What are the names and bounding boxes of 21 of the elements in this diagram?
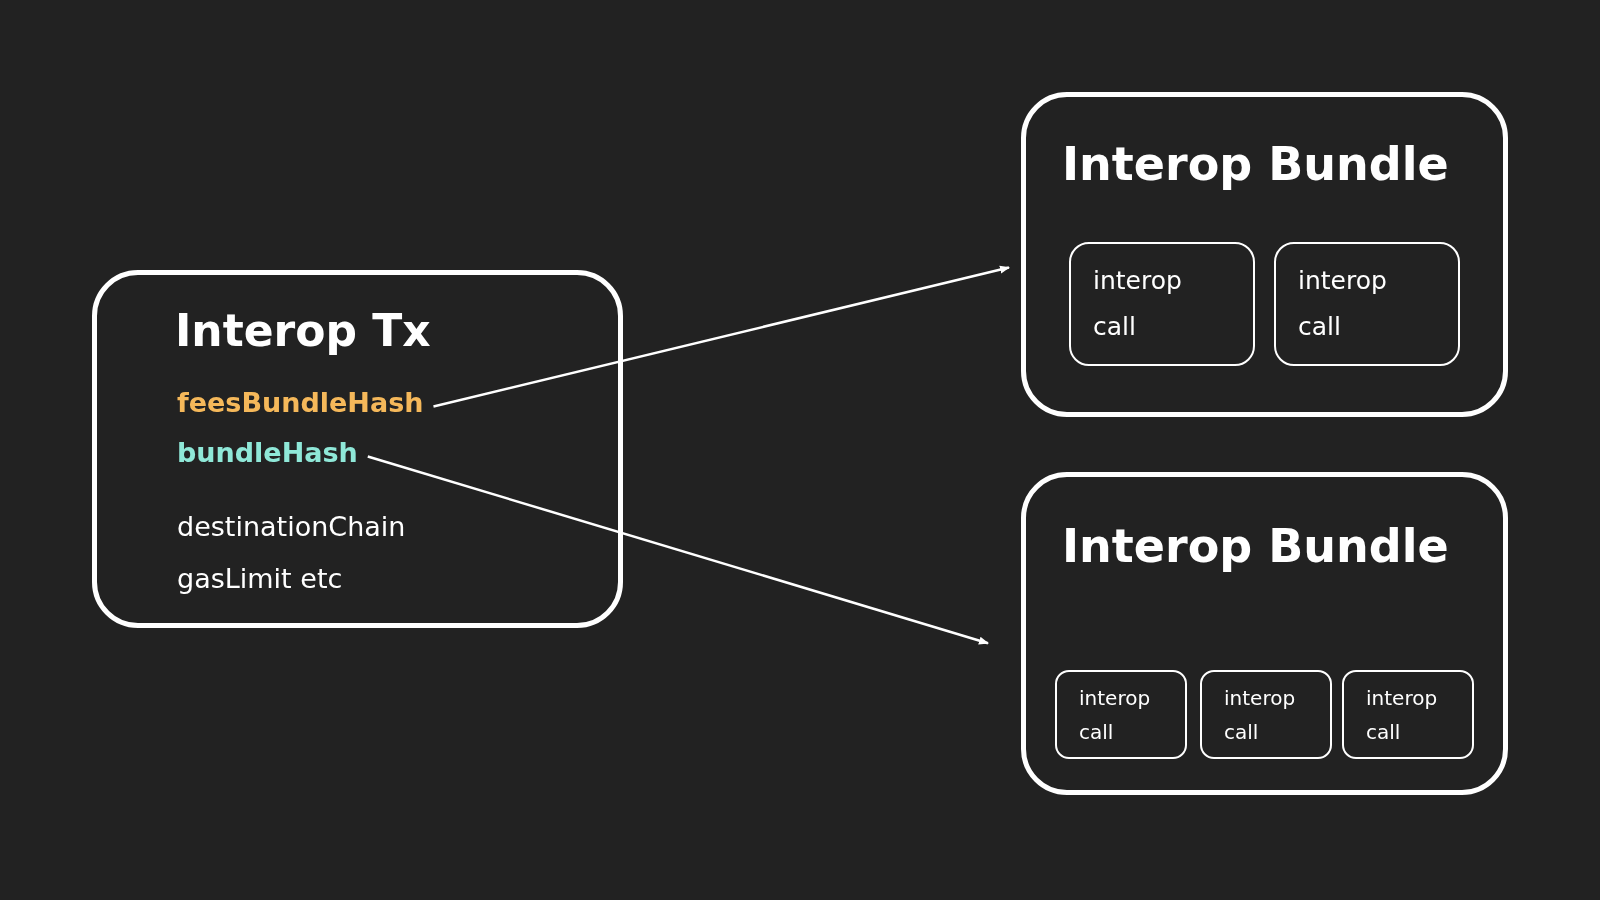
call-card xyxy=(1342,670,1474,759)
call-label: interop call xyxy=(1298,265,1388,343)
call-label: interop call xyxy=(1224,684,1297,746)
call-label: interop call xyxy=(1366,684,1439,746)
card-title: Interop Tx xyxy=(175,305,431,356)
call-card xyxy=(1200,670,1332,759)
arrow xyxy=(433,265,1010,408)
hash-field: feesBundleHash xyxy=(177,387,424,418)
bundle-card xyxy=(1021,92,1508,417)
call-card xyxy=(1274,242,1460,366)
transaction-card xyxy=(92,270,623,628)
hash-field: bundleHash xyxy=(177,437,358,468)
field-list: destinationChain gasLimit etc xyxy=(177,501,477,605)
call-card xyxy=(1055,670,1187,759)
card-title: Interop Bundle xyxy=(1062,137,1449,191)
call-card xyxy=(1069,242,1255,366)
card-title: Interop Bundle xyxy=(1062,519,1449,573)
call-label: interop call xyxy=(1079,684,1152,746)
arrow xyxy=(367,455,989,645)
bundle-card xyxy=(1021,472,1508,795)
call-label: interop call xyxy=(1093,265,1183,343)
